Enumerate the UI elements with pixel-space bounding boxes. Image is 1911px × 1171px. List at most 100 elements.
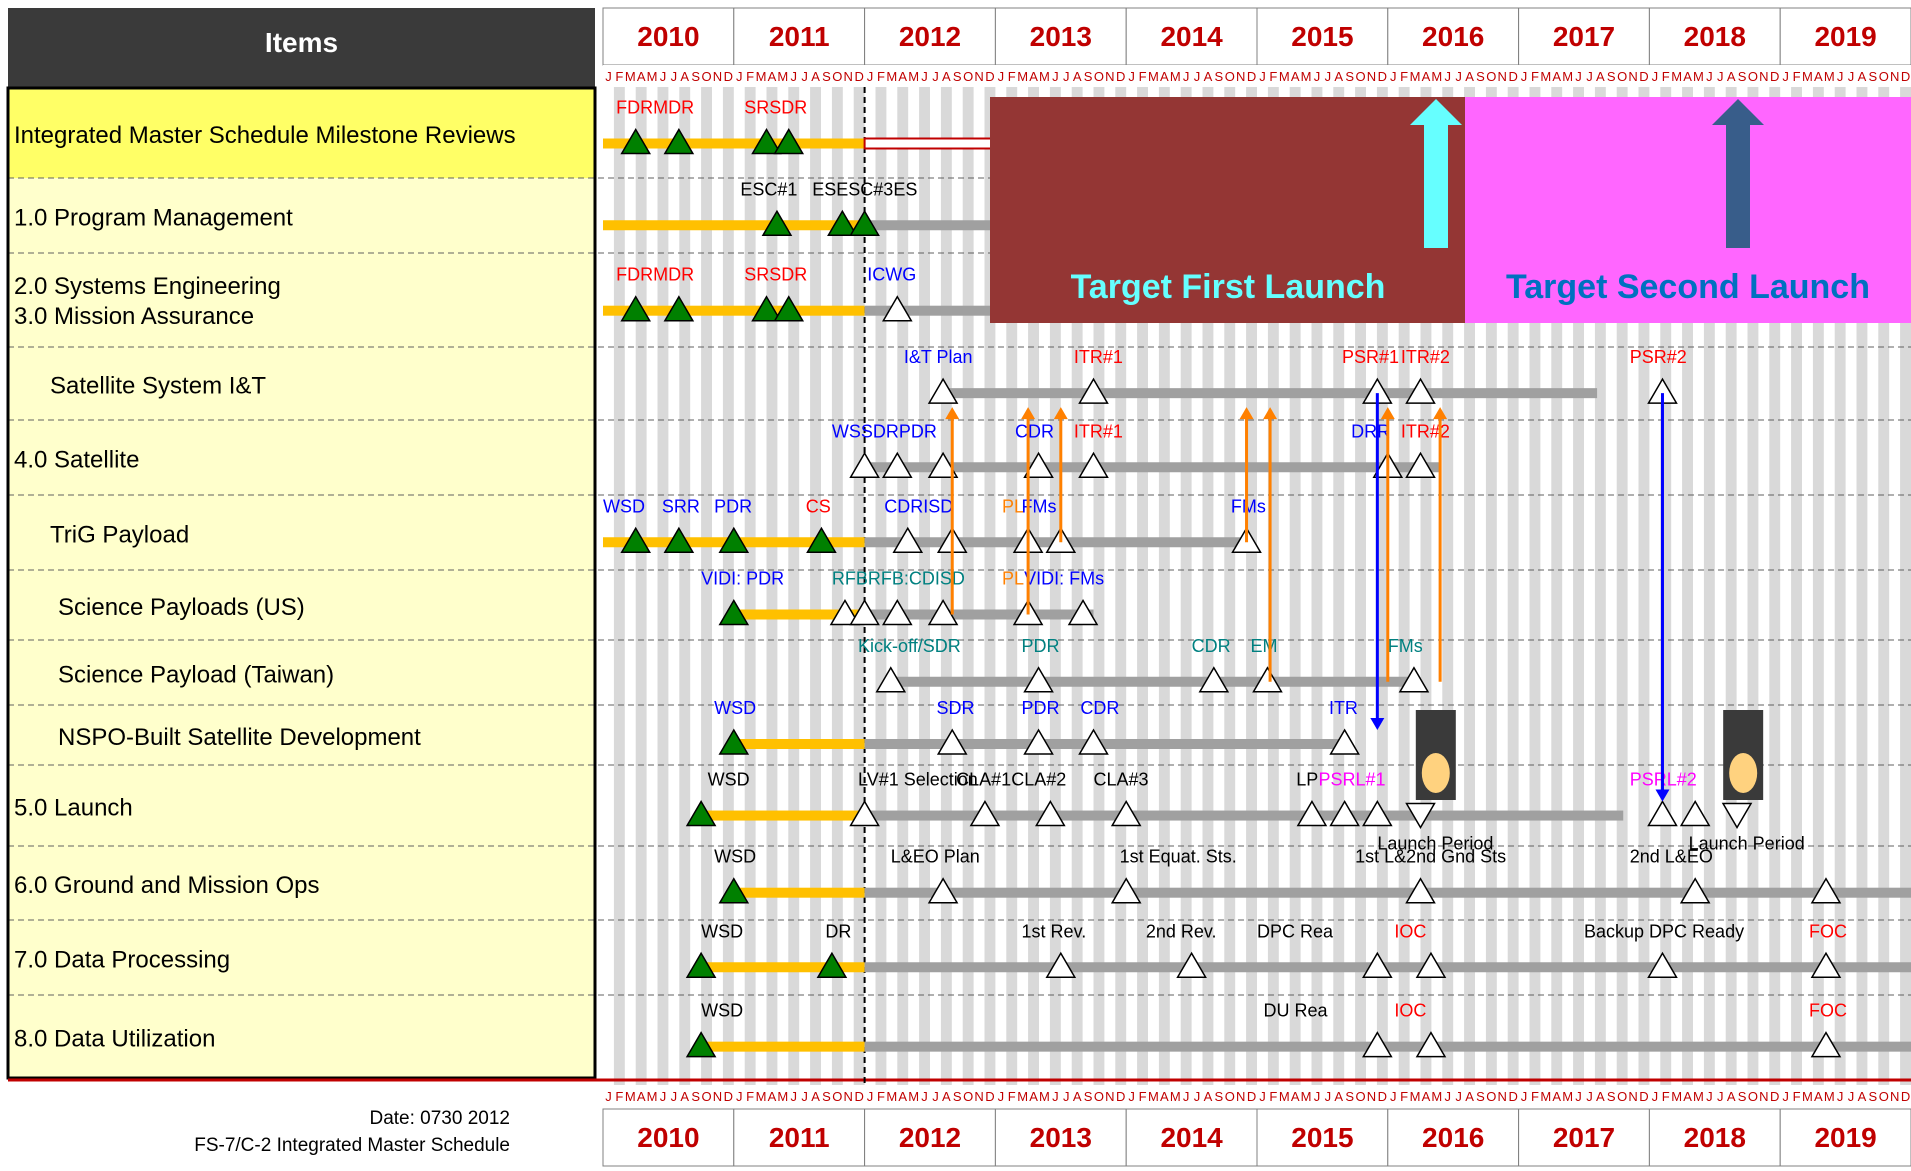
milestone-label: CDR	[1192, 636, 1231, 656]
bottom-month-letter: N	[1759, 1089, 1768, 1104]
bottom-month-letter: O	[1225, 1089, 1235, 1104]
bottom-month-letter: D	[724, 1089, 733, 1104]
item-label: 2.0 Systems Engineering	[14, 273, 281, 300]
bottom-month-letter: O	[1094, 1089, 1104, 1104]
bottom-month-letter: S	[1607, 1089, 1616, 1104]
bottom-month-letter: D	[1901, 1089, 1910, 1104]
bottom-month-letter: N	[1498, 1089, 1507, 1104]
milestone-label: CS	[806, 496, 831, 516]
bottom-month-letter: D	[985, 1089, 994, 1104]
top-month-letter: A	[1683, 69, 1692, 84]
bottom-month-letter: J	[998, 1089, 1005, 1104]
bottom-month-letter: A	[1727, 1089, 1736, 1104]
bottom-month-letter: S	[1869, 1089, 1878, 1104]
bottom-month-letter: M	[1693, 1089, 1704, 1104]
top-month-letter: F	[1400, 69, 1408, 84]
top-year-2018: 2018	[1684, 21, 1746, 52]
top-month-letter: A	[811, 69, 820, 84]
second-launch-label: Target Second Launch	[1506, 268, 1870, 306]
top-year-2017: 2017	[1553, 21, 1615, 52]
bottom-month-letter: A	[680, 1089, 689, 1104]
bottom-month-letter: A	[898, 1089, 907, 1104]
bottom-month-letter: A	[942, 1089, 951, 1104]
top-month-letter: J	[1314, 69, 1321, 84]
top-month-letter: A	[1291, 69, 1300, 84]
top-month-letter: J	[1455, 69, 1462, 84]
bottom-month-letter: M	[1039, 1089, 1050, 1104]
top-month-letter: S	[953, 69, 962, 84]
top-month-letter: F	[1793, 69, 1801, 84]
bottom-month-letter: J	[1128, 1089, 1135, 1104]
top-month-letter: A	[1465, 69, 1474, 84]
milestone-label: IOC	[1394, 1001, 1426, 1021]
chart-title: FS-7/C-2 Integrated Master Schedule	[60, 1135, 510, 1157]
top-month-letter: M	[647, 69, 658, 84]
bottom-month-letter: J	[1837, 1089, 1844, 1104]
bottom-month-letter: M	[625, 1089, 636, 1104]
top-month-letter: M	[886, 69, 897, 84]
schedule-bar	[865, 220, 996, 230]
bottom-year-2018: 2018	[1684, 1122, 1746, 1153]
top-month-letter: J	[921, 69, 928, 84]
top-month-letter: J	[736, 69, 743, 84]
bottom-month-letter: D	[1508, 1089, 1517, 1104]
bottom-month-letter: M	[1148, 1089, 1159, 1104]
top-month-letter: N	[974, 69, 983, 84]
schedule-bar	[701, 1042, 865, 1052]
bottom-month-letter: D	[1116, 1089, 1125, 1104]
top-month-letter: A	[1858, 69, 1867, 84]
top-month-letter: N	[1890, 69, 1899, 84]
top-month-letter: J	[1837, 69, 1844, 84]
top-month-letter: S	[1345, 69, 1354, 84]
bottom-month-letter: A	[1552, 1089, 1561, 1104]
milestone-label: Kick-off/SDR	[858, 636, 961, 656]
top-month-letter: A	[1073, 69, 1082, 84]
top-month-letter: J	[1390, 69, 1397, 84]
bottom-month-letter: N	[713, 1089, 722, 1104]
top-month-letter: M	[908, 69, 919, 84]
bottom-month-letter: M	[908, 1089, 919, 1104]
bottom-month-letter: J	[801, 1089, 808, 1104]
bottom-month-letter: J	[1652, 1089, 1659, 1104]
top-month-letter: J	[867, 69, 874, 84]
bottom-month-letter: J	[671, 1089, 678, 1104]
milestone-label: WSSDRPDR	[832, 421, 937, 441]
top-month-letter: F	[1531, 69, 1539, 84]
bottom-month-letter: J	[736, 1089, 743, 1104]
schedule-bar	[734, 739, 865, 749]
bottom-month-letter: M	[647, 1089, 658, 1104]
top-month-letter: J	[1194, 69, 1201, 84]
top-month-letter: A	[942, 69, 951, 84]
schedule-bar	[891, 677, 1414, 687]
milestone-label: ESC#1	[740, 179, 797, 199]
bottom-month-letter: F	[877, 1089, 885, 1104]
milestone-label: LP	[1296, 770, 1318, 790]
items-header-label: Items	[265, 27, 338, 58]
top-month-letter: A	[1160, 69, 1169, 84]
bottom-month-letter: J	[1782, 1089, 1789, 1104]
top-year-2014: 2014	[1160, 21, 1223, 52]
bottom-month-letter: J	[1848, 1089, 1855, 1104]
milestone-label: FDRMDR	[616, 98, 694, 118]
top-month-letter: F	[746, 69, 754, 84]
item-label: NSPO-Built Satellite Development	[58, 724, 421, 751]
bottom-month-letter: O	[1486, 1089, 1496, 1104]
month-stripe	[658, 87, 669, 1085]
top-year-2010: 2010	[637, 21, 699, 52]
top-month-letter: J	[1325, 69, 1332, 84]
bottom-month-letter: M	[1824, 1089, 1835, 1104]
bottom-month-letter: J	[1259, 1089, 1266, 1104]
top-month-letter: D	[1116, 69, 1125, 84]
top-month-letter: D	[1901, 69, 1910, 84]
bottom-month-letter: A	[768, 1089, 777, 1104]
top-month-letter: N	[844, 69, 853, 84]
bottom-month-letter: M	[1017, 1089, 1028, 1104]
top-month-letter: O	[832, 69, 842, 84]
top-month-letter: M	[1039, 69, 1050, 84]
bottom-month-letter: A	[811, 1089, 820, 1104]
bottom-month-letter: D	[1770, 1089, 1779, 1104]
top-month-letter: O	[701, 69, 711, 84]
top-month-letter: S	[691, 69, 700, 84]
milestone-label: PSRL#1	[1318, 770, 1385, 790]
schedule-bar	[865, 739, 1345, 749]
